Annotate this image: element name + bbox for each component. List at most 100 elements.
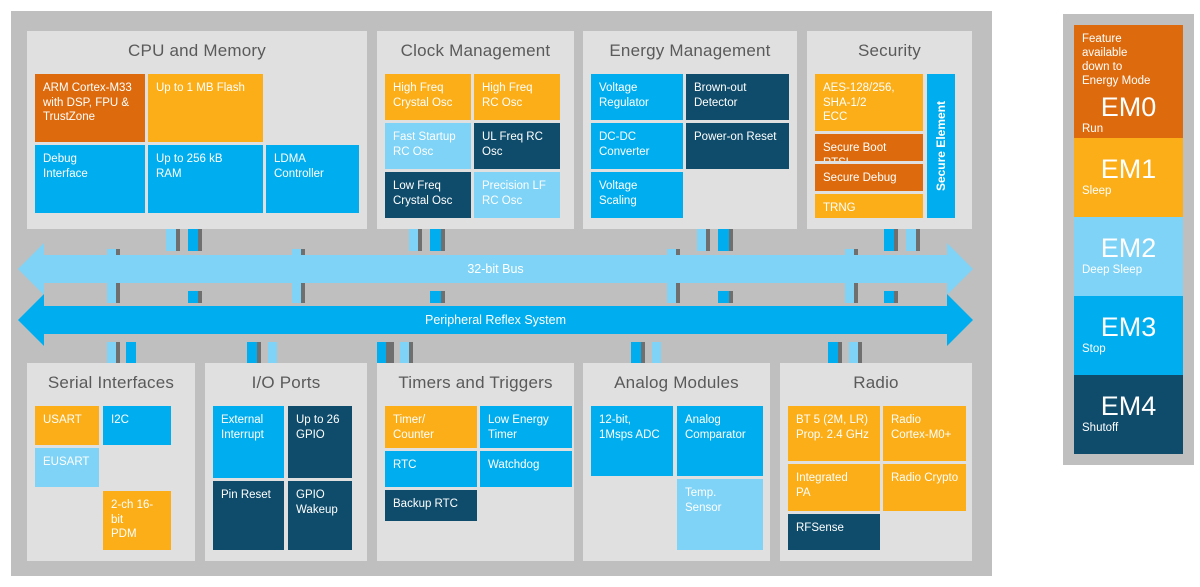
block-timer-counter[interactable]: Timer/Counter [385, 406, 477, 448]
energy-mode-sub-em4: Shutoff [1082, 422, 1119, 434]
block-label-hf-crystal-osc-line-1: Crystal Osc [393, 96, 453, 109]
block-bt5-prop[interactable]: BT 5 (2M, LR)Prop. 2.4 GHz [788, 406, 880, 461]
block-watchdog[interactable]: Watchdog [480, 451, 572, 487]
energy-mode-name-em4: EM4 [1100, 391, 1157, 421]
block-label-radio-cortex-m0plus-line-0: Radio [891, 414, 922, 426]
bus-connector [845, 291, 854, 303]
block-label-precision-lf-rc-osc-line-1: RC Osc [482, 194, 523, 207]
block-temp-sensor[interactable]: Temp.Sensor [677, 479, 763, 550]
block-label-i2c-line-0: I2C [111, 414, 129, 426]
block-label-integrated-pa-line-0: Integrated [796, 472, 848, 484]
energy-mode-sub-em3: Stop [1082, 343, 1106, 355]
block-label-brown-out-detector-line-0: Brown-out [694, 82, 747, 94]
block-rfsense[interactable]: RFSense [788, 514, 880, 550]
block-secure-element[interactable]: Secure Element [927, 74, 955, 218]
block-label-gpio-line-0: Up to 26 [296, 414, 340, 426]
bus-connector [884, 291, 894, 303]
bus-connector [729, 229, 733, 251]
bus-32-bit: 32-bit Bus [18, 243, 973, 295]
block-pin-reset[interactable]: Pin Reset [213, 481, 284, 550]
block-label-usart-line-0: USART [43, 414, 82, 426]
block-flash[interactable]: Up to 1 MB Flash [148, 74, 263, 142]
block-secure-debug[interactable]: Secure Debug [815, 164, 923, 191]
block-label-analog-comparator-line-1: Comparator [685, 428, 746, 441]
block-usart[interactable]: USART [35, 406, 99, 445]
block-power-on-reset[interactable]: Power-on Reset [686, 123, 789, 169]
block-label-pin-reset-line-0: Pin Reset [221, 489, 271, 501]
block-label-adc-line-0: 12-bit, [599, 414, 631, 426]
bus-arrow-right [947, 294, 973, 346]
block-label-aes-sha-ecc-line-0: AES-128/256, [823, 82, 895, 94]
block-eusart[interactable]: EUSART [35, 448, 99, 487]
block-label-timer-counter-line-0: Timer/ [393, 414, 426, 426]
block-rtc[interactable]: RTC [385, 451, 477, 487]
block-label-ram-line-1: RAM [156, 167, 182, 180]
bus-connector [301, 291, 305, 303]
block-label-external-interrupt-line-0: External [221, 414, 264, 426]
block-trng[interactable]: TRNG [815, 194, 923, 218]
bus-shaft [44, 306, 947, 334]
block-radio-crypto[interactable]: Radio Crypto [883, 464, 966, 511]
block-label-ul-freq-rc-osc-line-1: Osc [482, 145, 503, 158]
bus-connector [188, 291, 198, 303]
block-label-dc-dc-converter-line-1: Converter [599, 145, 650, 158]
bus-connector [377, 342, 386, 363]
bus-connector [409, 342, 413, 363]
block-label-trng-line-0: TRNG [823, 202, 856, 214]
block-label-ldma-controller-line-0: LDMA [274, 153, 306, 165]
bus-connector [107, 342, 116, 363]
block-label-fast-startup-rc-osc-line-1: RC Osc [393, 145, 434, 158]
bus-connector [894, 229, 898, 251]
block-adc[interactable]: 12-bit,1Msps ADC [591, 406, 673, 476]
block-label-debug-interface-line-0: Debug [43, 153, 77, 165]
block-secure-boot-rtsl[interactable]: Secure Boot RTSL [815, 134, 923, 161]
bus-arrow-left [18, 243, 44, 295]
bus-connector [641, 342, 645, 363]
legend-note-line-0: Feature [1082, 33, 1122, 45]
block-label-integrated-pa-line-1: PA [796, 486, 811, 499]
block-label-secure-element: Secure Element [933, 100, 948, 192]
bus-connector [126, 342, 136, 363]
block-label-timer-counter-line-1: Counter [393, 428, 434, 441]
block-label-secure-debug-line-0: Secure Debug [823, 172, 897, 184]
bus-connector [706, 229, 710, 251]
block-label-temp-sensor-line-1: Sensor [685, 501, 722, 514]
bus-label: 32-bit Bus [467, 262, 524, 276]
block-i2c[interactable]: I2C [103, 406, 171, 445]
block-backup-rtc[interactable]: Backup RTC [385, 490, 477, 521]
bus-connector [292, 291, 301, 303]
